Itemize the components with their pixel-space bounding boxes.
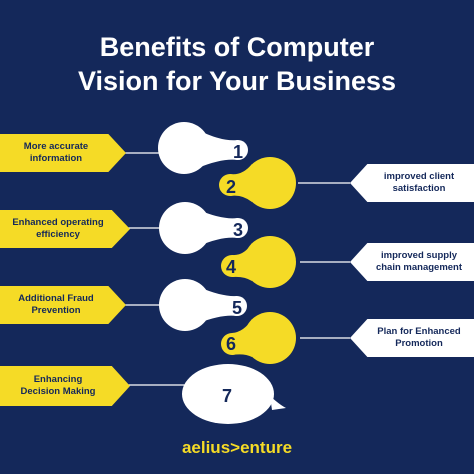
blob-1 bbox=[158, 122, 248, 174]
benefit-number-6: 6 bbox=[226, 334, 237, 354]
benefit-number-1: 1 bbox=[233, 142, 244, 162]
blob-6 bbox=[221, 312, 296, 364]
benefit-number-7: 7 bbox=[222, 386, 233, 406]
brand-logo: aelius>enture bbox=[181, 438, 293, 457]
page-title: Benefits of Computer Vision for Your Bus… bbox=[0, 30, 474, 98]
blob-3 bbox=[159, 202, 248, 254]
title-line-2: Vision for Your Business bbox=[77, 66, 397, 96]
blob-2 bbox=[219, 157, 296, 209]
title-line-1: Benefits of Computer bbox=[99, 32, 375, 62]
benefit-number-2: 2 bbox=[226, 177, 237, 197]
blob-4 bbox=[221, 236, 296, 288]
benefit-number-3: 3 bbox=[233, 220, 244, 240]
blob-7 bbox=[182, 364, 286, 424]
benefit-number-5: 5 bbox=[232, 298, 243, 318]
benefit-number-4: 4 bbox=[226, 257, 237, 277]
blob-5 bbox=[159, 279, 247, 331]
